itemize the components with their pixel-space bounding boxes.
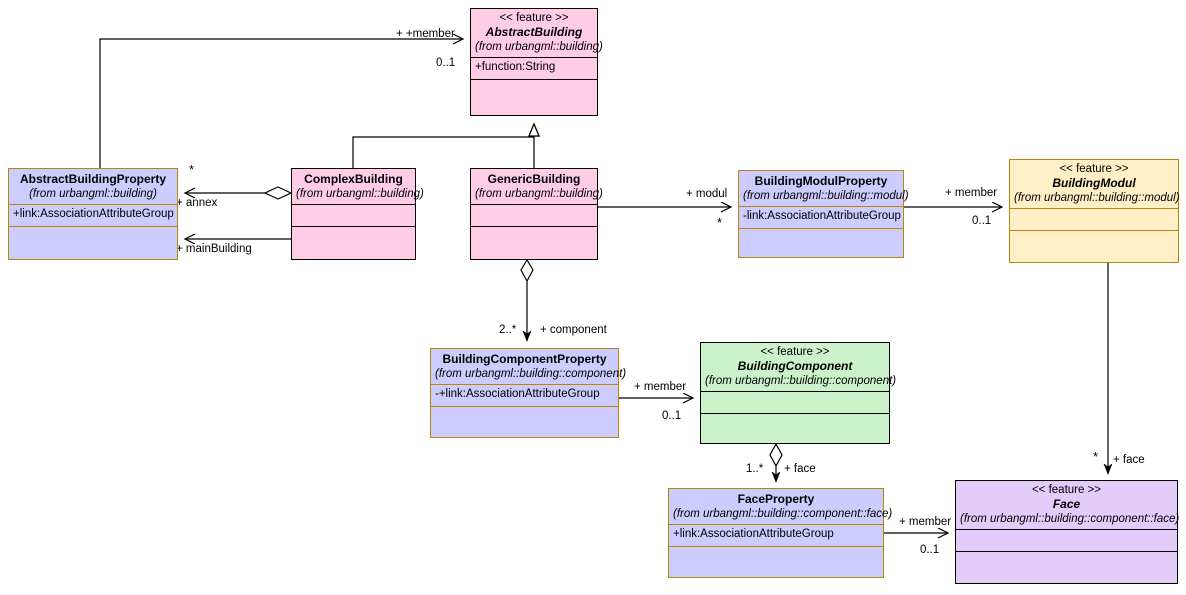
class-abstract-building-property[interactable]: AbstractBuildingProperty (from urbangml:… bbox=[8, 168, 178, 260]
edge-component bbox=[520, 258, 534, 341]
class-attributes bbox=[292, 204, 415, 226]
class-operations bbox=[1010, 230, 1178, 262]
edge-mult-member-abstractbuilding: 0..1 bbox=[436, 57, 456, 69]
edge-mult-component-member: 0..1 bbox=[662, 410, 682, 422]
attribute-line: +function:String bbox=[475, 61, 556, 73]
attribute-line: +link:AssociationAttributeGroup bbox=[13, 208, 174, 220]
edge-mult-face-member: 0..1 bbox=[920, 544, 940, 556]
class-building-component[interactable]: << feature >> BuildingComponent (from ur… bbox=[700, 342, 897, 444]
class-operations bbox=[701, 413, 889, 443]
edge-label-mainbuilding: + mainBuilding bbox=[176, 243, 252, 255]
class-operations bbox=[669, 546, 883, 577]
class-generic-building[interactable]: GenericBuilding (from urbangml::building… bbox=[470, 168, 603, 260]
class-header: << feature >> BuildingModul (from urbang… bbox=[1010, 160, 1180, 208]
class-header: << feature >> Face (from urbangml::build… bbox=[956, 481, 1180, 529]
edge-label-member-abstractbuilding: + +member bbox=[396, 28, 455, 40]
edge-member-abstractbuilding bbox=[99, 39, 463, 168]
class-attributes bbox=[701, 391, 889, 413]
class-name: FaceProperty bbox=[737, 492, 815, 506]
edge-label-modul-face: + face bbox=[1113, 454, 1145, 466]
edge-label-face-member: + member bbox=[899, 516, 952, 528]
class-attributes: +link:AssociationAttributeGroup bbox=[9, 204, 177, 226]
class-name: GenericBuilding bbox=[487, 172, 581, 186]
class-package: (from urbangml::building) bbox=[296, 188, 424, 200]
class-package: (from urbangml::building) bbox=[29, 188, 157, 200]
edge-label-face-component: + face bbox=[784, 463, 816, 475]
class-name: ComplexBuilding bbox=[304, 172, 403, 186]
edge-mult-face-component: 1..* bbox=[746, 463, 764, 475]
class-name: Face bbox=[1052, 497, 1081, 511]
class-operations bbox=[9, 226, 177, 259]
attribute-line: -link:AssociationAttributeGroup bbox=[743, 210, 901, 222]
edge-label-modul-member: + member bbox=[945, 187, 998, 199]
class-attributes bbox=[1010, 208, 1178, 230]
edge-generalization-complex bbox=[352, 122, 540, 168]
class-operations bbox=[292, 226, 415, 259]
class-name: AbstractBuildingProperty bbox=[19, 172, 166, 186]
edge-mult-modul-face: * bbox=[1093, 449, 1099, 464]
class-header: AbstractBuildingProperty (from urbangml:… bbox=[9, 169, 177, 204]
edge-mult-modul-member: 0..1 bbox=[972, 215, 992, 227]
class-header: GenericBuilding (from urbangml::building… bbox=[471, 169, 603, 204]
class-package: (from urbangml::building::modul) bbox=[1014, 192, 1180, 204]
class-stereotype: << feature >> bbox=[499, 12, 569, 24]
class-attributes bbox=[956, 529, 1177, 551]
class-header: << feature >> AbstractBuilding (from urb… bbox=[471, 9, 603, 57]
class-attributes bbox=[471, 204, 597, 226]
class-header: ComplexBuilding (from urbangml::building… bbox=[292, 169, 424, 204]
class-building-modul-property[interactable]: BuildingModulProperty (from urbangml::bu… bbox=[738, 170, 909, 258]
class-name: AbstractBuilding bbox=[485, 25, 583, 39]
class-operations bbox=[956, 551, 1177, 583]
edge-label-component: + component bbox=[540, 324, 607, 336]
edge-label-modul: + modul bbox=[686, 188, 728, 200]
class-name: BuildingComponent bbox=[737, 359, 853, 373]
class-attributes: -link:AssociationAttributeGroup bbox=[739, 206, 903, 228]
class-face-property[interactable]: FaceProperty (from urbangml::building::c… bbox=[668, 488, 893, 578]
class-header: BuildingModulProperty (from urbangml::bu… bbox=[739, 171, 909, 206]
class-stereotype: << feature >> bbox=[1059, 163, 1129, 175]
attribute-line: -+link:AssociationAttributeGroup bbox=[435, 388, 600, 400]
class-package: (from urbangml::building::component::fac… bbox=[673, 508, 893, 520]
class-package: (from urbangml::building) bbox=[475, 41, 603, 53]
edge-mult-modul: * bbox=[717, 215, 723, 230]
class-package: (from urbangml::building::modul) bbox=[743, 190, 909, 202]
class-name: BuildingComponentProperty bbox=[442, 352, 607, 366]
class-name: BuildingModulProperty bbox=[754, 174, 888, 188]
class-complex-building[interactable]: ComplexBuilding (from urbangml::building… bbox=[291, 168, 424, 260]
class-attributes: -+link:AssociationAttributeGroup bbox=[431, 384, 618, 406]
class-package: (from urbangml::building::component) bbox=[435, 368, 627, 380]
edge-face-component bbox=[769, 442, 783, 482]
class-operations bbox=[431, 406, 618, 437]
class-operations bbox=[471, 79, 597, 115]
class-stereotype: << feature >> bbox=[760, 346, 830, 358]
edge-mult-annex: * bbox=[189, 162, 195, 177]
class-building-modul[interactable]: << feature >> BuildingModul (from urbang… bbox=[1009, 159, 1180, 263]
class-attributes: +link:AssociationAttributeGroup bbox=[669, 524, 883, 546]
class-header: << feature >> BuildingComponent (from ur… bbox=[701, 343, 897, 391]
class-package: (from urbangml::building) bbox=[475, 188, 603, 200]
class-package: (from urbangml::building::component::fac… bbox=[960, 513, 1180, 525]
class-operations bbox=[471, 226, 597, 259]
class-building-component-property[interactable]: BuildingComponentProperty (from urbangml… bbox=[430, 348, 627, 438]
class-stereotype: << feature >> bbox=[1031, 484, 1102, 496]
class-abstract-building[interactable]: << feature >> AbstractBuilding (from urb… bbox=[470, 8, 603, 116]
class-name: BuildingModul bbox=[1052, 176, 1136, 190]
attribute-line: +link:AssociationAttributeGroup bbox=[673, 528, 834, 540]
edge-label-component-member: + member bbox=[634, 381, 687, 393]
class-header: FaceProperty (from urbangml::building::c… bbox=[669, 489, 893, 524]
edge-label-annex: + annex bbox=[176, 197, 218, 209]
class-operations bbox=[739, 228, 903, 257]
edge-mult-component: 2..* bbox=[499, 324, 517, 336]
class-header: BuildingComponentProperty (from urbangml… bbox=[431, 349, 627, 384]
class-attributes: +function:String bbox=[471, 57, 597, 79]
class-face[interactable]: << feature >> Face (from urbangml::build… bbox=[955, 480, 1180, 584]
class-package: (from urbangml::building::component) bbox=[705, 375, 897, 387]
